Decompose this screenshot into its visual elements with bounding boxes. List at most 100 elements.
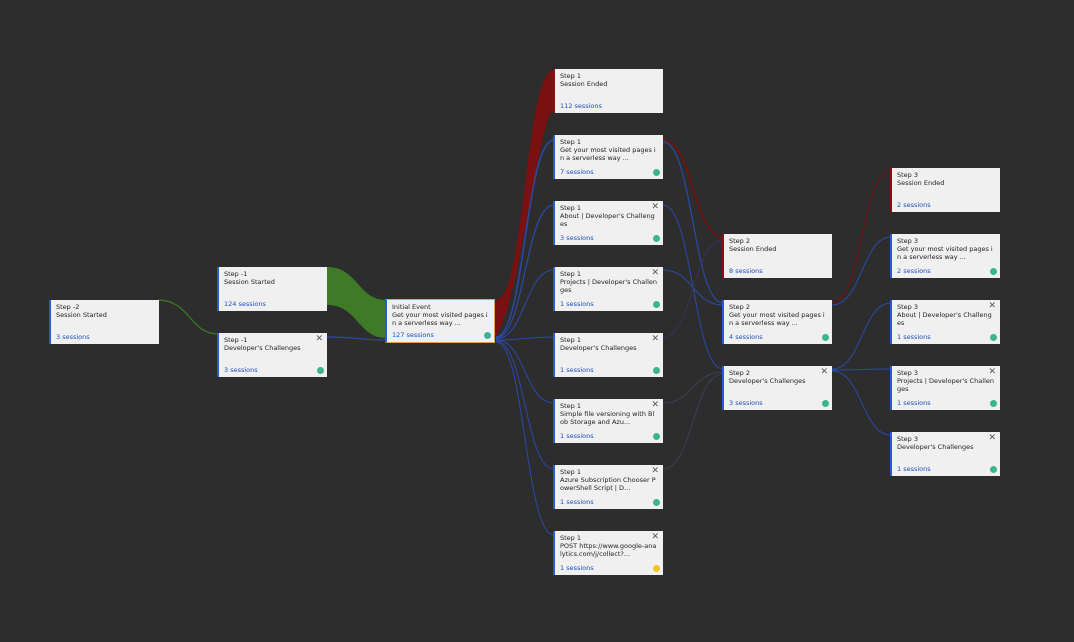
node-step1-azure-subscription[interactable]: Step 1 Azure Subscription Chooser PowerS… — [553, 465, 663, 509]
status-dot-icon — [822, 400, 829, 407]
close-icon[interactable]: ✕ — [651, 466, 659, 476]
status-dot-icon — [653, 367, 660, 374]
node-step-label: Step 3 — [897, 435, 919, 443]
node-step-label: Step 3 — [897, 369, 919, 377]
node-step1-session-ended[interactable]: Step 1 Session Ended 112 sessions — [553, 69, 663, 113]
close-icon[interactable]: ✕ — [315, 334, 323, 344]
node-step3-session-ended[interactable]: Step 3 Session Ended 2 sessions — [890, 168, 1000, 212]
node-step-m1-session-started[interactable]: Step -1 Session Started 124 sessions — [217, 267, 327, 311]
close-icon[interactable]: ✕ — [651, 202, 659, 212]
node-title: Azure Subscription Chooser PowerShell Sc… — [560, 477, 656, 492]
link-init-to-1a — [496, 70, 554, 337]
status-dot-icon — [990, 466, 997, 473]
node-title: Session Ended — [560, 81, 608, 88]
node-title: Projects | Developer's Challenges — [560, 279, 657, 294]
node-sessions: 1 sessions — [897, 399, 931, 407]
node-title: Session Ended — [897, 180, 945, 187]
node-step2-most-visited[interactable]: Step 2 Get your most visited pages in a … — [722, 300, 832, 344]
link-2c-to-3e — [831, 370, 892, 436]
node-sessions: 2 sessions — [897, 267, 931, 275]
node-step3-developers-challenges[interactable]: Step 3 Developer's Challenges 1 sessions… — [890, 432, 1000, 476]
link-init-to-1c — [495, 204, 555, 339]
node-initial-event[interactable]: Initial Event Get your most visited page… — [385, 299, 495, 343]
node-step-label: Step 2 — [729, 237, 751, 245]
node-title: About | Developer's Challenges — [897, 312, 992, 327]
node-sessions: 1 sessions — [560, 366, 594, 374]
node-sessions: 1 sessions — [897, 333, 931, 341]
node-title: Get your most visited pages in a serverl… — [729, 312, 825, 327]
close-icon[interactable]: ✕ — [988, 301, 996, 311]
node-sessions: 127 sessions — [392, 331, 434, 339]
node-step1-about[interactable]: Step 1 About | Developer's Challenges 3 … — [553, 201, 663, 245]
node-title: Developer's Challenges — [729, 378, 806, 385]
node-title: Get your most visited pages in a serverl… — [560, 147, 656, 162]
node-step3-about[interactable]: Step 3 About | Developer's Challenges 1 … — [890, 300, 1000, 344]
node-step1-developers-challenges[interactable]: Step 1 Developer's Challenges 1 sessions… — [553, 333, 663, 377]
link-init-to-1e — [495, 336, 555, 341]
node-step3-projects[interactable]: Step 3 Projects | Developer's Challenges… — [890, 366, 1000, 410]
close-icon[interactable]: ✕ — [820, 367, 828, 377]
node-sessions: 1 sessions — [897, 465, 931, 473]
node-step-label: Step 3 — [897, 303, 919, 311]
close-icon[interactable]: ✕ — [651, 400, 659, 410]
link-init-to-1g — [495, 340, 555, 470]
link-1f-to-2c — [662, 371, 724, 404]
close-icon[interactable]: ✕ — [651, 334, 659, 344]
node-step-label: Step -1 — [224, 336, 248, 344]
node-step-label: Step 2 — [729, 369, 751, 377]
node-sessions: 3 sessions — [729, 399, 763, 407]
link-init-to-1b — [495, 139, 555, 338]
link-init-to-1f — [495, 339, 555, 404]
node-step-label: Step -1 — [224, 270, 248, 278]
node-step-m1-developers-challenges[interactable]: Step -1 Developer's Challenges 3 session… — [217, 333, 327, 377]
node-step-label: Step 1 — [560, 534, 582, 542]
node-step1-most-visited[interactable]: Step 1 Get your most visited pages in a … — [553, 135, 663, 179]
node-title: Session Started — [56, 312, 107, 319]
node-step1-blob-versioning[interactable]: Step 1 Simple file versioning with Blob … — [553, 399, 663, 443]
link-2b-to-3a — [831, 169, 892, 304]
status-dot-icon — [484, 332, 491, 339]
node-title: Developer's Challenges — [560, 345, 637, 352]
status-dot-icon — [653, 433, 660, 440]
node-title: Simple file versioning with Blob Storage… — [560, 411, 655, 426]
node-sessions: 1 sessions — [560, 498, 594, 506]
link-2b-to-3b — [831, 236, 892, 306]
link-m2-to-m1b — [157, 299, 219, 335]
node-step-m2-session-started[interactable]: Step -2 Session Started 3 sessions — [49, 300, 159, 344]
node-step2-session-ended[interactable]: Step 2 Session Ended 8 sessions — [722, 234, 832, 278]
link-m1b-to-init — [326, 336, 387, 341]
node-title: Get your most visited pages in a serverl… — [392, 312, 488, 327]
link-2c-to-3d — [831, 368, 892, 371]
link-1b-to-2a — [662, 139, 724, 238]
status-dot-icon — [653, 499, 660, 506]
close-icon[interactable]: ✕ — [651, 532, 659, 542]
node-step1-projects[interactable]: Step 1 Projects | Developer's Challenges… — [553, 267, 663, 311]
link-1b-to-2b — [662, 141, 724, 304]
node-step-label: Step 1 — [560, 336, 582, 344]
node-step-label: Step 3 — [897, 237, 919, 245]
status-dot-icon — [990, 268, 997, 275]
node-step-label: Initial Event — [392, 303, 431, 311]
link-1e-to-2a — [662, 239, 724, 338]
status-dot-icon — [653, 235, 660, 242]
close-icon[interactable]: ✕ — [651, 268, 659, 278]
node-step1-post-google-analytics[interactable]: Step 1 POST https://www.google-analytics… — [553, 531, 663, 575]
node-title: Developer's Challenges — [897, 444, 974, 451]
close-icon[interactable]: ✕ — [988, 433, 996, 443]
node-sessions: 3 sessions — [224, 366, 258, 374]
node-title: Developer's Challenges — [224, 345, 301, 352]
node-title: About | Developer's Challenges — [560, 213, 655, 228]
node-step-label: Step 1 — [560, 402, 582, 410]
link-init-to-1h — [495, 341, 555, 536]
node-step-label: Step 1 — [560, 72, 582, 80]
status-dot-icon — [317, 367, 324, 374]
node-step-label: Step 1 — [560, 468, 582, 476]
node-title: Projects | Developer's Challenges — [897, 378, 994, 393]
node-step2-developers-challenges[interactable]: Step 2 Developer's Challenges 3 sessions… — [722, 366, 832, 410]
status-dot-icon — [653, 169, 660, 176]
node-step3-most-visited[interactable]: Step 3 Get your most visited pages in a … — [890, 234, 1000, 278]
close-icon[interactable]: ✕ — [988, 367, 996, 377]
node-step-label: Step -2 — [56, 303, 80, 311]
node-sessions: 124 sessions — [224, 300, 266, 308]
